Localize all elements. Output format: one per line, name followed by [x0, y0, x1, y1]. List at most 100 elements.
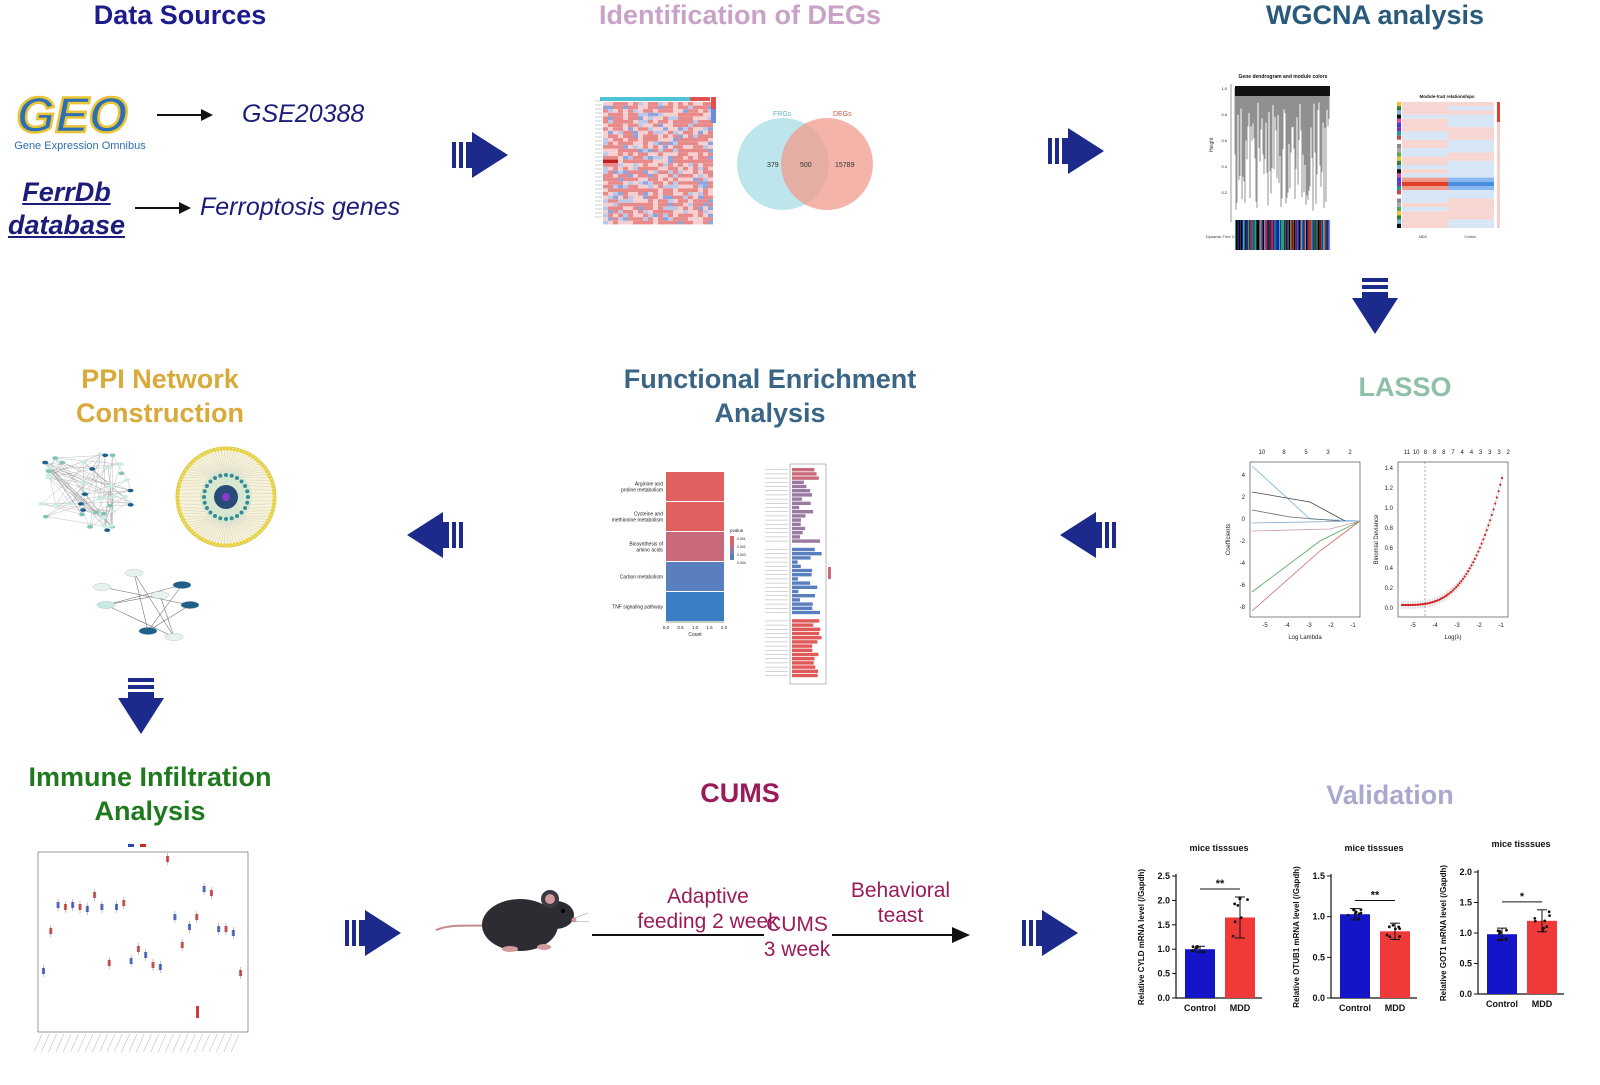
heatmap-cell [648, 170, 653, 174]
lasso1-ytick: -2 [1240, 539, 1246, 545]
ppi-title: PPI Network Construction [55, 362, 265, 430]
heatmap-cell [623, 166, 628, 171]
dendro-module-color [1273, 220, 1275, 250]
heatmap-cell [653, 112, 658, 117]
heatmap-cell [618, 127, 623, 131]
validation-data-point [1398, 927, 1402, 931]
heatmap-cell [668, 109, 673, 113]
lasso2-point [1460, 580, 1463, 583]
lasso2-point [1439, 597, 1443, 600]
ppi-node [92, 583, 112, 591]
flow-arrow-down-1 [1352, 278, 1398, 334]
ppi-node [251, 535, 255, 539]
lasso2-point [1409, 603, 1412, 607]
go-frame [789, 463, 827, 685]
heatmap-cell [638, 130, 643, 135]
lasso2-top-tick: 10 [1413, 450, 1420, 456]
validation-category-label: MDD [1385, 1003, 1406, 1013]
heatmap-cell [643, 206, 648, 210]
heatmap-cell [708, 210, 713, 214]
ppi-node [212, 541, 216, 546]
heatmap-cell [643, 177, 648, 182]
heatmap-cell [638, 105, 643, 110]
lasso2-point [1429, 601, 1432, 604]
heatmap-cell [698, 130, 703, 135]
immune-xtick-label [209, 1033, 218, 1053]
dendro-ytick: 1.0 [1221, 86, 1227, 91]
flow-arrow-right-4 [1022, 910, 1078, 956]
heatmap-cell [668, 156, 673, 160]
go-bar [792, 581, 811, 585]
dendro-module-color [1259, 220, 1261, 250]
ppi-node [265, 469, 269, 474]
heatmap-cell [648, 192, 653, 196]
enrichment-legend-swatch [730, 548, 734, 554]
heatmap-cell [643, 127, 648, 131]
modheat-cell [1448, 139, 1494, 144]
immune-xtick-label [136, 1033, 145, 1053]
heatmap-cell [638, 120, 643, 124]
dendro-module-color [1265, 220, 1267, 250]
dendro-module-color [1308, 220, 1310, 250]
lasso2-xtick: -2 [1476, 623, 1482, 629]
heatmap-cell [623, 112, 628, 117]
go-bar [792, 577, 798, 581]
heatmap-cell [628, 109, 633, 113]
heatmap-cell [633, 123, 638, 128]
lasso2-point [1470, 564, 1473, 567]
heatmap-cell [658, 170, 663, 174]
heatmap-cell [618, 156, 623, 160]
modheat-cell [1448, 181, 1494, 186]
ppi-node [187, 464, 191, 468]
ppi-node [263, 467, 267, 471]
ppi-node [52, 502, 59, 507]
heatmap-cell [648, 130, 653, 135]
heatmap-cell [608, 174, 613, 178]
dendro-module-color [1295, 220, 1297, 250]
dendro-module-color [1327, 220, 1329, 250]
dendro-module-color [1301, 220, 1303, 250]
heatmap-cell [618, 141, 623, 146]
go-bar [792, 631, 820, 636]
heatmap-cell [628, 199, 633, 203]
heatmap-cell [648, 210, 653, 214]
heatmap-cell [678, 152, 683, 156]
heatmap-cell [668, 112, 673, 117]
heatmap-cell [688, 188, 693, 192]
arrow-stripe [1022, 920, 1026, 946]
heatmap-cell [618, 134, 623, 138]
lasso1-top-tick: 3 [1326, 450, 1330, 456]
heatmap-cell [603, 181, 608, 185]
heatmap-cell [623, 109, 628, 113]
ppi-node [266, 517, 270, 522]
heatmap-cell [643, 145, 648, 149]
heatmap-cell [663, 112, 668, 117]
heatmap-cell [658, 188, 663, 192]
ppi-node [246, 495, 250, 499]
heatmap-cell [643, 148, 648, 153]
heatmap-cell [643, 138, 648, 142]
heatmap-cell [608, 123, 613, 128]
ppi-node [47, 466, 54, 470]
cums-step-behavioral: Behavioral teast [838, 878, 963, 928]
validation-data-point [1192, 949, 1195, 953]
ppi-node [271, 488, 276, 492]
arrow-head [472, 132, 508, 178]
ferrdb-result: Ferroptosis genes [200, 193, 401, 221]
ppi-node [229, 473, 234, 478]
validation-data-point [1233, 902, 1237, 906]
heatmap-cell [703, 148, 708, 153]
heatmap-cell [668, 138, 673, 142]
ppi-node [180, 475, 184, 480]
heatmap-cell [653, 166, 658, 171]
ppi-node [100, 515, 107, 520]
heatmap-cell [693, 195, 698, 200]
heatmap-cell [643, 130, 648, 135]
heatmap-cell [613, 163, 618, 167]
heatmap-cell [668, 120, 673, 124]
heatmap-cell [698, 138, 703, 142]
ppi-node [269, 511, 273, 516]
heatmap-cell [653, 188, 658, 192]
ppi-edge [110, 504, 131, 506]
lasso1-xtick: -4 [1284, 623, 1290, 629]
